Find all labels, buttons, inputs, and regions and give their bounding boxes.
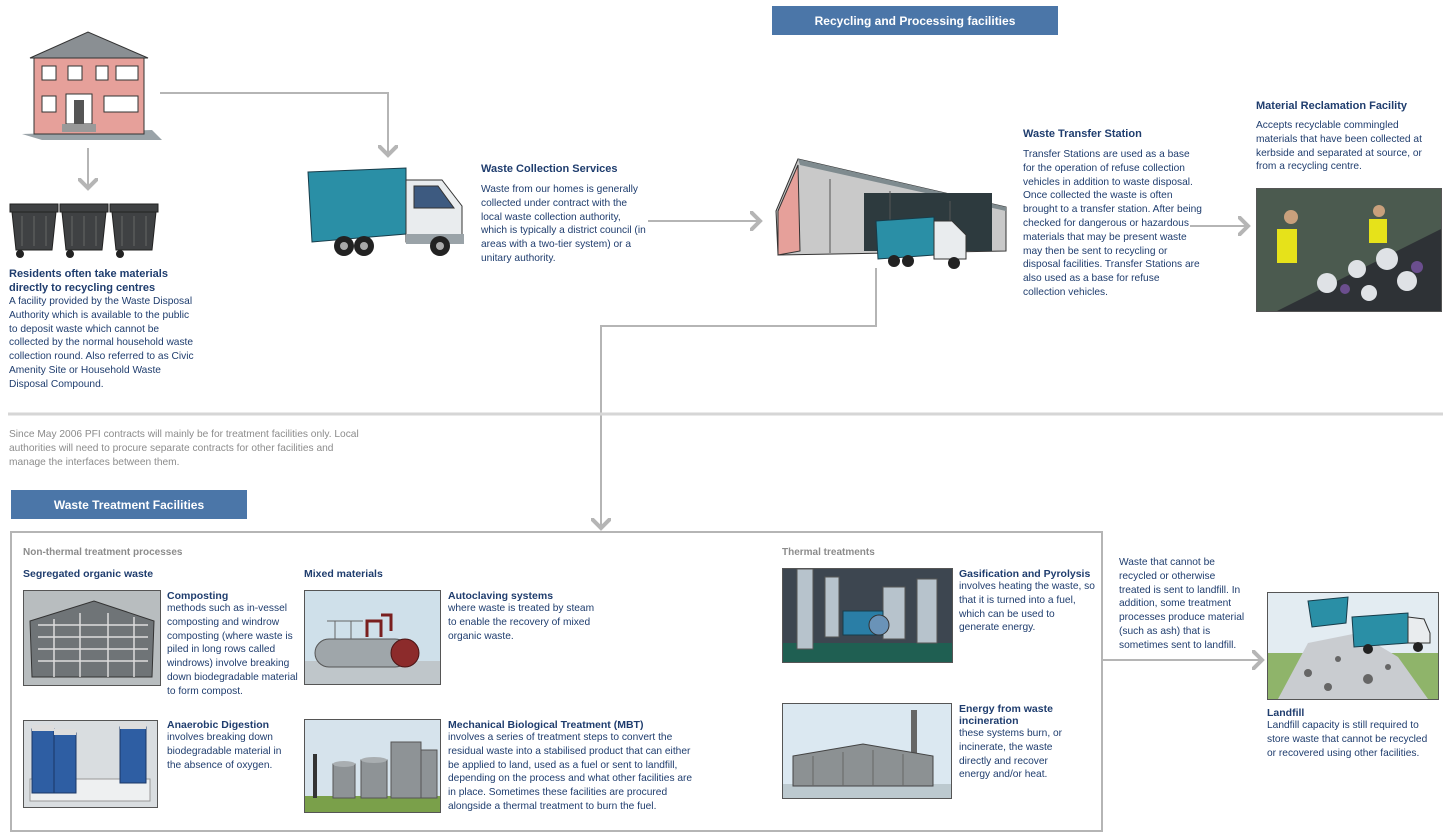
non-thermal-label: Non-thermal treatment processes	[23, 547, 183, 558]
transfer-title: Waste Transfer Station	[1023, 128, 1142, 140]
efw-text: these systems burn, or incinerate, the w…	[959, 728, 1063, 781]
gasification-block: Gasification and Pyrolysis involves heat…	[959, 568, 1097, 635]
mbt-text: involves a series of treatment steps to …	[448, 732, 693, 812]
transfer-block: Waste Transfer Station Transfer Stations…	[1023, 128, 1203, 300]
mbt-photo	[304, 719, 441, 813]
thermal-label: Thermal treatments	[782, 547, 875, 558]
arrow-transfer-to-treatment	[601, 268, 877, 528]
mbt-block: Mechanical Biological Treatment (MBT) in…	[448, 719, 694, 814]
efw-photo	[782, 703, 952, 799]
house-illustration	[22, 31, 162, 140]
composting-title: Composting	[167, 590, 229, 602]
autoclaving-block: Autoclaving systems where waste is treat…	[448, 590, 598, 643]
landfill-title: Landfill	[1267, 707, 1305, 719]
gasification-title: Gasification and Pyrolysis	[959, 568, 1091, 580]
mrf-block: Material Reclamation Facility Accepts re…	[1256, 100, 1438, 174]
anaerobic-title: Anaerobic Digestion	[167, 719, 270, 731]
landfill-note: Waste that cannot be recycled or otherwi…	[1119, 557, 1245, 651]
mrf-photo	[1256, 188, 1442, 312]
anaerobic-text: involves breaking down biodegradable mat…	[167, 732, 282, 771]
wheelie-bins-illustration	[9, 203, 159, 258]
mrf-title: Material Reclamation Facility	[1256, 100, 1407, 112]
collection-block: Waste Collection Services Waste from our…	[481, 163, 646, 266]
composting-text: methods such as in-vessel composting and…	[167, 603, 298, 697]
composting-block: Composting methods such as in-vessel com…	[167, 590, 299, 699]
collection-truck-illustration	[307, 167, 464, 256]
landfill-photo	[1267, 592, 1439, 700]
segregated-label: Segregated organic waste	[23, 568, 154, 580]
collection-text: Waste from our homes is generally collec…	[481, 184, 646, 264]
transfer-station-illustration	[775, 158, 1007, 269]
anaerobic-block: Anaerobic Digestion involves breaking do…	[167, 719, 297, 772]
gasification-text: involves heating the waste, so that it i…	[959, 581, 1095, 634]
landfill-text: Landfill capacity is still required to s…	[1267, 720, 1428, 759]
efw-block: Energy from waste incineration these sys…	[959, 703, 1071, 782]
efw-title: Energy from waste incineration	[959, 703, 1053, 727]
pfi-note: Since May 2006 PFI contracts will mainly…	[9, 429, 359, 468]
residents-block: Residents often take materials directly …	[9, 268, 194, 392]
gasification-photo	[782, 568, 953, 663]
autoclaving-text: where waste is treated by steam to enabl…	[448, 603, 595, 642]
anaerobic-photo	[23, 720, 158, 808]
autoclaving-photo	[304, 590, 441, 685]
residents-text: A facility provided by the Waste Disposa…	[9, 296, 194, 390]
mrf-text: Accepts recyclable commingled materials …	[1256, 120, 1422, 173]
treatment-box	[10, 531, 1103, 832]
residents-title: Residents often take materials directly …	[9, 268, 168, 294]
composting-photo	[23, 590, 161, 686]
arrow-house-to-truck	[160, 92, 388, 155]
landfill-block: Landfill Landfill capacity is still requ…	[1267, 707, 1439, 760]
transfer-text: Transfer Stations are used as a base for…	[1023, 149, 1202, 298]
mixed-label: Mixed materials	[304, 568, 383, 580]
treatment-banner: Waste Treatment Facilities	[11, 490, 247, 519]
recycling-banner: Recycling and Processing facilities	[772, 6, 1058, 35]
collection-title: Waste Collection Services	[481, 163, 618, 175]
autoclaving-title: Autoclaving systems	[448, 590, 554, 602]
mbt-title: Mechanical Biological Treatment (MBT)	[448, 719, 644, 731]
